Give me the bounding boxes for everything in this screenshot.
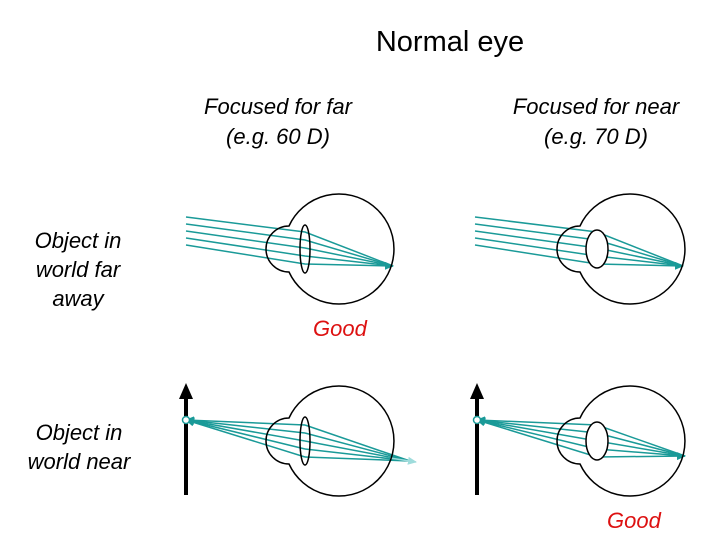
row-header-near-object: Object in world near bbox=[14, 418, 144, 476]
lens-thin bbox=[299, 416, 311, 466]
verdict-far-far: Good bbox=[313, 316, 367, 341]
panel-near-object-near-focus bbox=[470, 383, 686, 497]
diverging-rays bbox=[476, 416, 686, 461]
diverging-rays bbox=[185, 416, 417, 465]
panel-near-object-far-focus bbox=[179, 383, 417, 497]
verdict-near-near: Good bbox=[607, 508, 661, 533]
lens-thick bbox=[585, 421, 609, 461]
row-header-far-line3: away bbox=[52, 286, 104, 311]
object-arrow bbox=[470, 383, 484, 495]
row-header-near-line1: Object in bbox=[35, 420, 123, 445]
panel-far-object-far-focus bbox=[185, 193, 395, 305]
object-point bbox=[181, 415, 191, 425]
column-header-far-line2: (e.g. 60 D) bbox=[226, 124, 330, 149]
object-point bbox=[472, 415, 482, 425]
lens-thick bbox=[585, 229, 609, 269]
parallel-rays bbox=[185, 216, 394, 270]
panel-far-object-near-focus bbox=[474, 193, 686, 305]
row-header-far-line2: world far bbox=[35, 257, 121, 282]
column-header-near: Focused for near (e.g. 70 D) bbox=[496, 92, 696, 152]
row-header-far-line1: Object in bbox=[34, 228, 122, 253]
parallel-rays bbox=[474, 216, 684, 270]
eye-near-focus bbox=[556, 193, 686, 305]
column-header-far-line1: Focused for far bbox=[204, 94, 352, 119]
page-title: Normal eye bbox=[375, 26, 525, 58]
eyeball bbox=[265, 193, 395, 305]
row-header-far-object: Object in world far away bbox=[18, 226, 138, 313]
eyeball bbox=[556, 193, 686, 305]
eyeball bbox=[556, 385, 686, 497]
eye-far-focus bbox=[265, 385, 395, 497]
column-header-near-line2: (e.g. 70 D) bbox=[544, 124, 648, 149]
object-arrow bbox=[179, 383, 193, 495]
eyeball bbox=[265, 385, 395, 497]
lens-thin bbox=[299, 224, 311, 274]
column-header-far: Focused for far (e.g. 60 D) bbox=[178, 92, 378, 152]
eye-near-focus bbox=[556, 385, 686, 497]
row-header-near-line2: world near bbox=[27, 449, 131, 474]
eye-far-focus bbox=[265, 193, 395, 305]
column-header-near-line1: Focused for near bbox=[512, 94, 680, 119]
